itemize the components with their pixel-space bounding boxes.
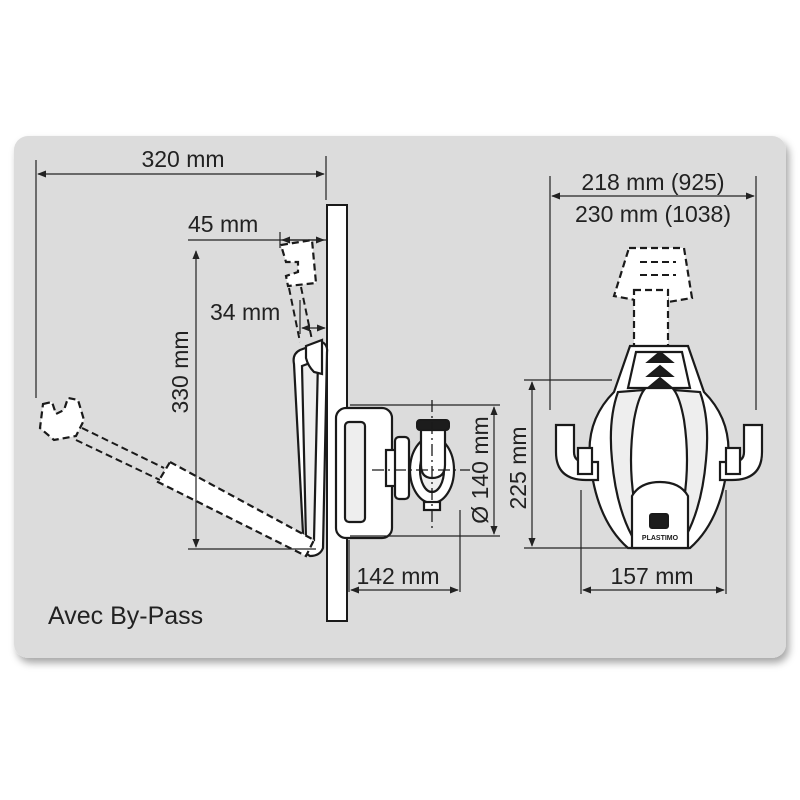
side-view: 320 mm 45 mm 34 mm 330 mm 142 mm Ø 140 m…	[35, 146, 500, 622]
dim-handle-offset: 45 mm	[188, 211, 258, 237]
handle-stowed	[292, 338, 329, 558]
left-hose-connector	[554, 423, 600, 482]
front-view: PLASTIMO 218 mm (925) 230 mm (1038) 225 …	[505, 169, 764, 594]
dim-front-height: 225 mm	[505, 426, 531, 509]
dim-front-width-2: 230 mm (1038)	[575, 201, 731, 227]
background-panel	[14, 136, 786, 658]
pump-housing-front: PLASTIMO	[588, 344, 730, 550]
dim-front-base-width: 157 mm	[610, 563, 693, 589]
front-handle-dashed	[612, 246, 694, 354]
dim-handle-gap: 34 mm	[210, 299, 280, 325]
dim-front-width-1: 218 mm (925)	[581, 169, 724, 195]
right-hose-connector	[718, 423, 764, 482]
dim-pump-diameter: Ø 140 mm	[467, 416, 493, 523]
dim-height-side: 330 mm	[167, 330, 193, 413]
pump-body-side	[334, 400, 470, 540]
dim-pump-depth: 142 mm	[356, 563, 439, 589]
dim-width-side: 320 mm	[141, 146, 224, 172]
brand-logo: PLASTIMO	[642, 535, 679, 542]
caption: Avec By-Pass	[48, 602, 203, 630]
